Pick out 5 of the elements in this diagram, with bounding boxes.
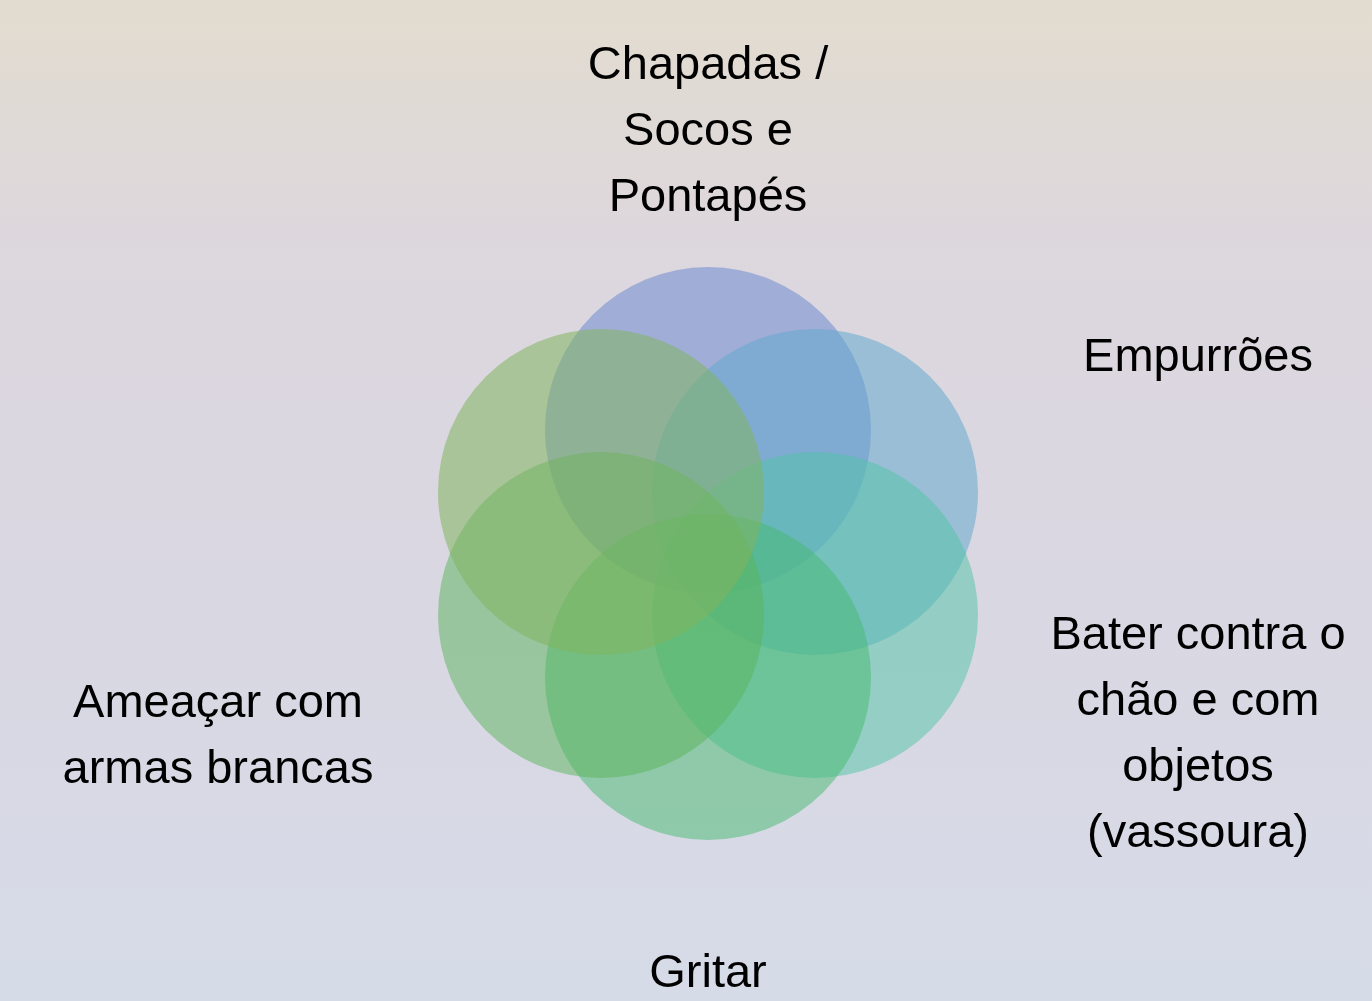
circle-label: Empurrões <box>1082 327 1314 383</box>
circle-label: Bater contra o chão e com objetos (vassoura) <box>1049 605 1347 859</box>
circle-label: Chapadas / Socos e Pontapés <box>586 35 830 223</box>
circle-label: Gritar <box>648 943 768 999</box>
circle-label: Ameaçar com armas brancas <box>61 673 375 795</box>
